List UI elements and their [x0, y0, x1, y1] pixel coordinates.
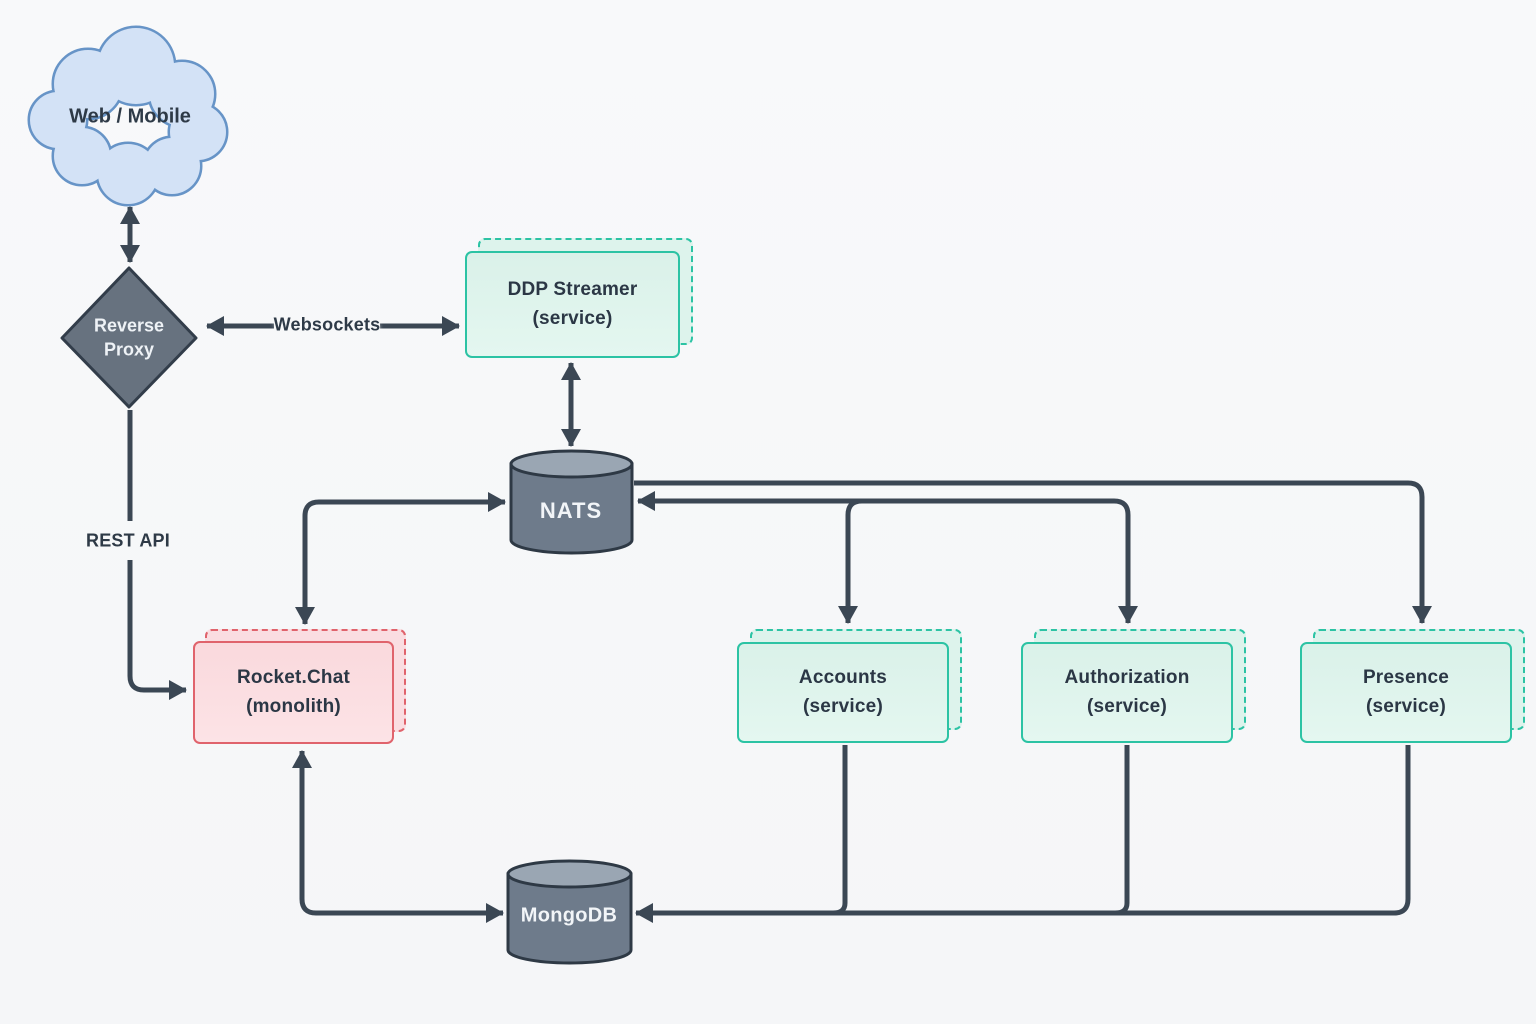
- presence-subtitle: (service): [1366, 695, 1446, 717]
- edge-authorization-mongodb-branch: [1114, 745, 1130, 916]
- edge-accounts-mongodb-branch: [832, 745, 848, 916]
- authorization-title: Authorization: [1064, 667, 1190, 688]
- ddp-streamer-title: DDP Streamer: [507, 279, 638, 300]
- reverse-proxy-label: Reverse Proxy: [93, 315, 165, 360]
- ddp-streamer-subtitle: (service): [532, 307, 613, 329]
- accounts-title: Accounts: [798, 667, 888, 688]
- authorization-subtitle: (service): [1087, 695, 1167, 717]
- reverse-proxy-diamond: [60, 266, 198, 409]
- mongodb-cylinder: [506, 859, 633, 965]
- rocketchat-subtitle: (monolith): [246, 695, 341, 717]
- mongodb-label: MongoDB: [520, 904, 618, 927]
- edge-nats-accounts-branch: [838, 498, 863, 624]
- nats-label: NATS: [539, 498, 603, 523]
- cloud-web-mobile-label: Web / Mobile: [69, 105, 191, 128]
- websockets-label: Websockets: [273, 314, 381, 335]
- authorization-box: Authorization (service): [1021, 642, 1233, 743]
- cloud-shape: [27, 25, 229, 207]
- rest-api-label: REST API: [86, 530, 170, 551]
- edge-services-nats-authorization: [637, 491, 1138, 624]
- presence-box: Presence (service): [1300, 642, 1512, 743]
- ddp-streamer-box: DDP Streamer (service): [465, 251, 680, 358]
- rocketchat-box: Rocket.Chat (monolith): [193, 641, 394, 744]
- nats-cylinder: [509, 449, 634, 555]
- rocketchat-title: Rocket.Chat: [236, 667, 351, 688]
- accounts-box: Accounts (service): [737, 642, 949, 743]
- edge-rest-api-lower: [127, 560, 187, 700]
- presence-title: Presence: [1362, 667, 1450, 688]
- edge-presence-mongodb: [635, 745, 1411, 923]
- edge-rocketchat-nats: [295, 492, 506, 625]
- edge-rocketchat-mongodb: [292, 750, 504, 923]
- edge-nats-presence: [634, 480, 1432, 624]
- accounts-subtitle: (service): [803, 695, 883, 717]
